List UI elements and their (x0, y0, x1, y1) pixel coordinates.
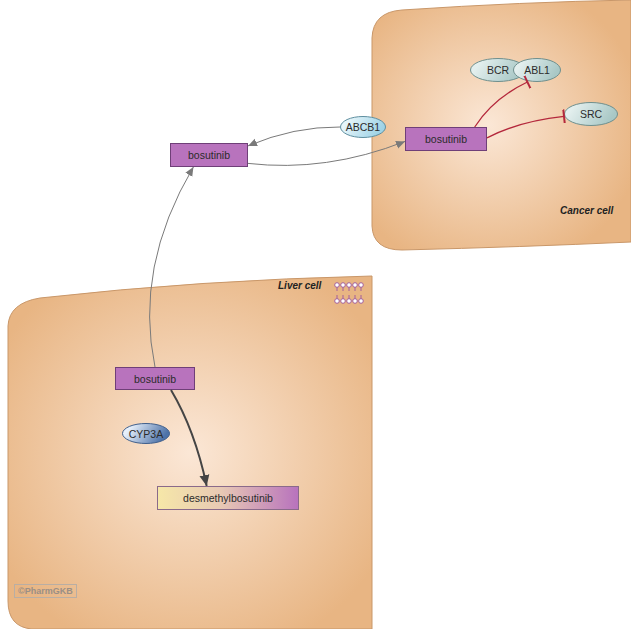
arrow-connector (248, 141, 405, 165)
protein-ellipse: ABL1 (513, 58, 561, 82)
enzyme-ellipse: CYP3A (122, 423, 170, 444)
node-label: BCR (487, 64, 509, 76)
cell-label: Liver cell (278, 280, 321, 291)
cell-membrane (8, 276, 372, 629)
credit-label: ©PharmGKB (14, 584, 77, 598)
cell-membrane (372, 0, 631, 250)
ellipse-shape (565, 103, 618, 126)
node-label: bosutinib (134, 373, 176, 385)
node-label: SRC (580, 108, 602, 120)
protein-ellipse: SRC (564, 102, 618, 126)
arrow-connector (248, 127, 340, 146)
cell-outline (0, 276, 372, 629)
drug-box: bosutinib (405, 127, 487, 151)
drug-box: bosutinib (115, 367, 195, 390)
inhibition-connector (487, 116, 564, 137)
node-label: bosutinib (425, 133, 467, 145)
cell-region: Liver cell bosutinibCYP3A desmethylbosutin… (0, 276, 372, 629)
cell-region: Cancer cellBCRABL1SRCABCB1bosutinib (372, 0, 631, 250)
arrow-connector (171, 390, 207, 486)
node-label: ABCB1 (346, 121, 380, 133)
ellipse-shape (341, 117, 386, 138)
node-label: CYP3A (129, 428, 163, 440)
drug-box: bosutinib (170, 143, 248, 167)
node-label: bosutinib (188, 149, 230, 161)
inhibition-connector (475, 82, 528, 127)
transporter-ellipse: ABCB1 (340, 116, 386, 138)
ellipse-shape (514, 59, 561, 82)
node-label: desmethylbosutinib (183, 492, 273, 504)
node-label: ABL1 (524, 64, 550, 76)
cell-label: Cancer cell (560, 205, 613, 216)
ellipse-shape (123, 424, 170, 444)
membrane-icon (333, 281, 365, 305)
metabolite-box: desmethylbosutinib (157, 486, 299, 510)
arrow-connector (150, 167, 194, 367)
